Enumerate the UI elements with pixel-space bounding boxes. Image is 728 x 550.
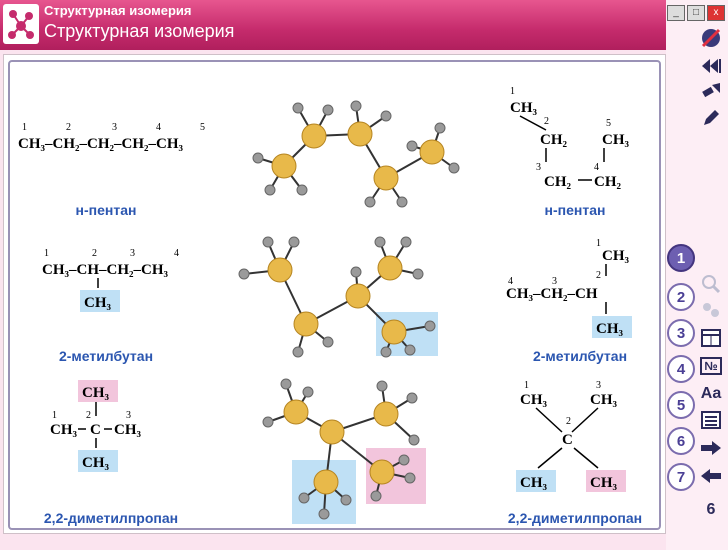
formula-text: CH₃ [82, 385, 110, 401]
num-label: 3 [536, 162, 541, 173]
close-button[interactable]: x [707, 5, 725, 21]
app-logo [3, 4, 39, 44]
formula-text: CH₃ [596, 321, 624, 337]
methylbutane-condensed-formula: 1 2 3 4 CH₃–CH–CH₂–CH₃ CH₃ [42, 248, 179, 312]
num-label: 2 [544, 116, 549, 127]
formula-text: CH₃ [602, 132, 630, 148]
num-label: 5 [606, 118, 611, 129]
page-title: Структурная изомерия [44, 21, 235, 41]
highlight-blue [80, 290, 120, 312]
formula-text: C [90, 422, 101, 438]
nav-item-1[interactable]: 1 [667, 244, 695, 272]
formula-text: CH₃ [510, 100, 538, 116]
dimethylpropane-right-formula: 1 3 CH₃ CH₃ 2 C CH₃ CH₃ [516, 380, 626, 492]
num-label: 2 [66, 122, 71, 133]
num-label: 2 [566, 416, 571, 427]
num-label: 2 [596, 270, 601, 281]
num-label: 4 [156, 122, 161, 133]
molecule-logo-icon [8, 10, 34, 39]
caption-row2-right: 2-метилбутан [532, 348, 628, 364]
formula-text: CH₃ [84, 295, 112, 311]
num-label: 2 [86, 410, 91, 421]
formula-text: CH₂ [594, 174, 622, 190]
caption-row1-left: н-пентан [75, 202, 137, 218]
num-label: 3 [596, 380, 601, 391]
formula-text: CH₃–CH–CH₂–CH₃ [42, 262, 168, 278]
num-label: 5 [200, 122, 205, 133]
window-controls: _ □ x [667, 5, 725, 21]
num-label: 4 [594, 162, 599, 173]
rewind-icon[interactable] [698, 54, 724, 78]
caption-row3-left: 2,2-диметилпропан [43, 510, 179, 526]
caption-row3-right: 2,2-диметилпропан [507, 510, 643, 526]
num-label: 1 [22, 122, 27, 133]
num-label: 1 [44, 248, 49, 259]
font-button[interactable]: Aa [700, 385, 722, 402]
page-number: 6 [706, 501, 716, 518]
formula-text: CH₃ [50, 422, 78, 438]
arrow-left-icon[interactable] [698, 464, 724, 488]
caption-row1-right: н-пентан [544, 202, 606, 218]
formula-text: CH₃ [590, 475, 618, 491]
nav-item-3[interactable]: 3 [667, 319, 695, 347]
minimize-button[interactable]: _ [667, 5, 685, 21]
pentane-ball-stick-model [252, 100, 460, 208]
formula-text: CH₃ [520, 475, 548, 491]
num-label: 1 [52, 410, 57, 421]
num-label: 2 [92, 248, 97, 259]
dimethylpropane-condensed-formula: CH₃ 1 2 3 CH₃ C CH₃ CH₃ [50, 380, 142, 472]
formula-text: CH₂ [540, 132, 568, 148]
formula-text: CH₃ [114, 422, 142, 438]
highlight-pink [586, 470, 626, 492]
formula-text: CH₂ [544, 174, 572, 190]
flashlight-icon[interactable] [698, 80, 724, 104]
table-icon[interactable] [698, 326, 724, 350]
nav-item-5[interactable]: 5 [667, 391, 695, 419]
num-label: 4 [508, 276, 513, 287]
methylbutane-ball-stick-model [238, 236, 438, 358]
formula-text: CH₃–CH₂–CH [506, 286, 598, 302]
formula-text: CH₃ [82, 455, 110, 471]
caption-row2-left: 2-метилбутан [58, 348, 154, 364]
nav-item-4[interactable]: 4 [667, 355, 695, 383]
arrow-right-icon[interactable] [698, 436, 724, 460]
num-label: 1 [596, 238, 601, 249]
num-label: 1 [524, 380, 529, 391]
number-label: № [700, 357, 722, 375]
pentane-condensed-formula: 2 1 3 4 5 CH₃–CH₂–CH₂–CH₂–CH₃ [18, 122, 205, 152]
highlight-blue [592, 316, 632, 338]
nav-item-2[interactable]: 2 [667, 283, 695, 311]
highlight-blue [78, 450, 118, 472]
dimethylpropane-ball-stick-model [262, 378, 426, 524]
num-label: 3 [126, 410, 131, 421]
number-button[interactable]: № [698, 354, 724, 378]
formula-text: CH₃–CH₂–CH₂–CH₂–CH₃ [18, 136, 183, 152]
molecules-icon[interactable] [698, 298, 724, 322]
pentane-zigzag-formula: 1 CH₃ 2 CH₂ 3 CH₂ CH₂ 4 CH₃ 5 [510, 86, 630, 190]
nav-item-7[interactable]: 7 [667, 463, 695, 491]
formula-text: C [562, 432, 573, 448]
breadcrumb: Структурная изомерия [44, 3, 192, 18]
num-label: 3 [112, 122, 117, 133]
nav-item-6[interactable]: 6 [667, 427, 695, 455]
num-label: 3 [552, 276, 557, 287]
content-panel: 2 1 3 4 5 CH₃–CH₂–CH₂–CH₂–CH₃ н-пентан [3, 54, 666, 534]
formula-text: CH₃ [590, 392, 618, 408]
zoom-icon[interactable] [698, 272, 724, 296]
methylbutane-right-formula: 1 CH₃ 2 4 3 CH₃–CH₂–CH CH₃ [506, 238, 632, 338]
num-label: 4 [174, 248, 179, 259]
pencil-icon[interactable] [698, 106, 724, 130]
list-icon[interactable] [698, 408, 724, 432]
highlight-pink [78, 380, 118, 402]
sound-off-icon[interactable] [698, 26, 724, 50]
right-toolbar: _ □ x № Aa 6 [666, 0, 728, 550]
formula-text: CH₃ [520, 392, 548, 408]
isomer-board: 2 1 3 4 5 CH₃–CH₂–CH₂–CH₂–CH₃ н-пентан [8, 60, 661, 530]
num-label: 3 [130, 248, 135, 259]
maximize-button[interactable]: □ [687, 5, 705, 21]
title-bar: Структурная изомерия Структурная изомери… [0, 0, 666, 50]
formula-text: CH₃ [602, 248, 630, 264]
num-label: 1 [510, 86, 515, 97]
highlight-blue [516, 470, 556, 492]
